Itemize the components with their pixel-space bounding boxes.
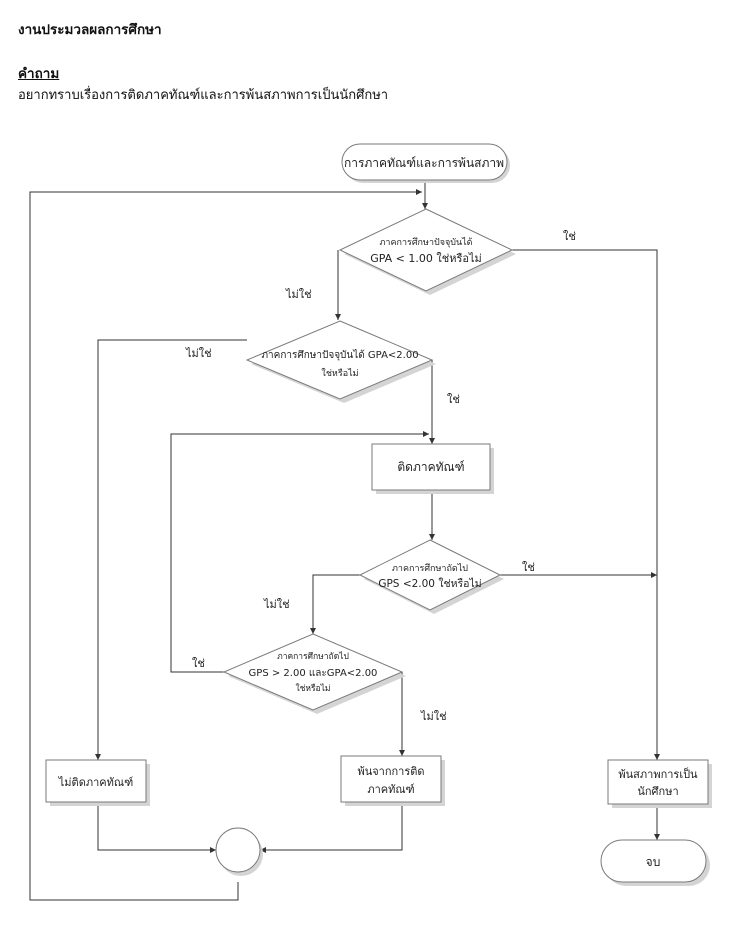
process-released-line-2: ภาคทัณฑ์: [367, 783, 414, 796]
decision-2-line-2: ใช่หรือไม่: [321, 368, 358, 379]
arrow-released-to-merge: [260, 802, 403, 853]
decision-4-line-3: ใช่หรือไม่: [295, 683, 330, 694]
process-no-probation-label: ไม่ติดภาคทัณฑ์: [58, 776, 133, 789]
decision-gps-above-2-gpa-below-2: ภาคการศึกษาถัดไป GPS > 2.00 และGPA<2.00 …: [222, 633, 406, 714]
arrow-d2-no: [95, 339, 247, 760]
label-d4-yes: ใช่: [192, 657, 205, 670]
question-text: อยากทราบเรื่องการติดภาคทัณฑ์และการพ้นสภา…: [18, 88, 389, 103]
arrow-d3-no: [310, 574, 360, 634]
decision-1-line-2: GPA < 1.00 ใช่หรือไม่: [370, 252, 482, 265]
decision-1-line-1: ภาคการศึกษาปัจจุบันได้: [380, 237, 473, 248]
branch-labels: ใช่ ไม่ใช่ ไม่ใช่ ใช่ ใช่ ไม่ใช่ ใช่ ไม่…: [185, 230, 576, 723]
process-released-line-1: พ้นจากการติด: [357, 765, 424, 778]
decision-gpa-below-2: ภาคการศึกษาปัจจุบันได้ GPA<2.00 ใช่หรือไ…: [245, 320, 436, 403]
decision-3-line-1: ภาคการศึกษาถัดไป: [392, 563, 468, 574]
label-d3-yes: ใช่: [522, 561, 535, 574]
label-d3-no: ไม่ใช่: [263, 598, 290, 611]
process-no-probation: ไม่ติดภาคทัณฑ์: [45, 759, 150, 806]
start-label: การภาคทัณฑ์และการพ้นสภาพ: [344, 156, 504, 170]
process-dismissed-line-2: นักศึกษา: [637, 785, 678, 798]
decision-gps-below-2: ภาคการศึกษาถัดไป GPS <2.00 ใช่หรือไม่: [358, 539, 504, 614]
process-probation: ติดภาคทัณฑ์: [371, 443, 494, 494]
decision-2-line-1: ภาคการศึกษาปัจจุบันได้ GPA<2.00: [261, 349, 418, 361]
decision-gpa-below-1: ภาคการศึกษาปัจจุบันได้ GPA < 1.00 ใช่หรื…: [338, 208, 516, 295]
question-label: คำถาม: [18, 66, 60, 82]
decision-4-line-1: ภาคการศึกษาถัดไป: [277, 651, 349, 662]
document-title: งานประมวลผลการศึกษา: [18, 22, 162, 38]
process-dismissed: พ้นสภาพการเป็น นักศึกษา: [607, 759, 712, 808]
label-d2-no: ไม่ใช่: [185, 347, 212, 360]
decision-4-line-2: GPS > 2.00 และGPA<2.00: [249, 668, 378, 679]
end-label: จบ: [646, 855, 661, 869]
process-probation-label: ติดภาคทัณฑ์: [397, 460, 464, 474]
merge-connector: [215, 827, 263, 876]
decision-3-line-2: GPS <2.00 ใช่หรือไม่: [378, 577, 481, 590]
process-released: พ้นจากการติด ภาคทัณฑ์: [340, 755, 445, 806]
label-d1-yes: ใช่: [563, 230, 576, 243]
end-terminator: จบ: [600, 839, 710, 886]
arrow-no-probation-to-merge: [97, 802, 216, 853]
connectors: [29, 181, 660, 901]
arrow-d1-yes: [512, 249, 660, 760]
start-terminator: การภาคทัณฑ์และการพ้นสภาพ: [341, 143, 510, 183]
process-dismissed-line-1: พ้นสภาพการเป็น: [618, 767, 698, 781]
label-d4-no: ไม่ใช่: [420, 710, 447, 723]
label-d2-yes: ใช่: [447, 393, 460, 406]
arrow-loop-back-top: [29, 189, 422, 901]
label-d1-no: ไม่ใช่: [285, 288, 312, 301]
arrow-d4-yes-loop: [170, 431, 429, 673]
